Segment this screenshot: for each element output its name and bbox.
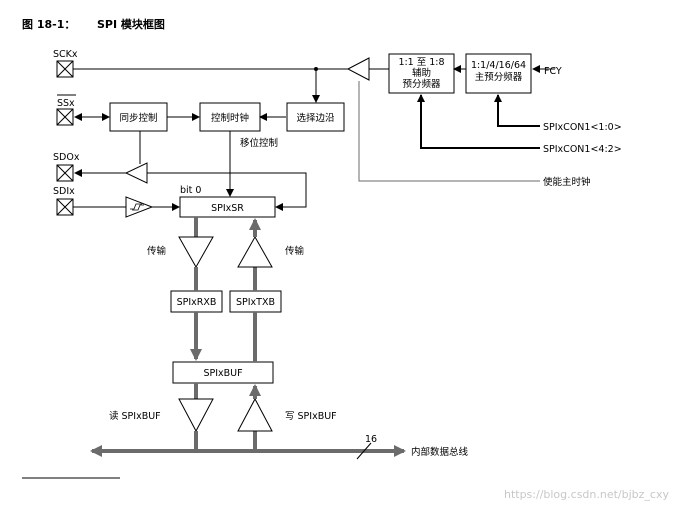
buffer-label: SPIxBUF xyxy=(203,368,242,379)
sck-pin xyxy=(56,60,74,78)
secondary-prescaler-line3: 预分频器 xyxy=(402,78,441,90)
shift-control-label: 移位控制 xyxy=(240,137,278,149)
secondary-prescaler-line2: 辅助 xyxy=(412,67,431,79)
enable-master-clock-label: 使能主时钟 xyxy=(543,176,591,188)
shift-register-label: SPIxSR xyxy=(211,203,244,214)
enable-master-clock-line xyxy=(358,81,540,182)
rx-buffer-block: SPIxRXB xyxy=(170,290,223,313)
bus-width-slash xyxy=(356,442,372,460)
sdo-pin xyxy=(56,164,74,182)
sync-control-block: 同步控制 xyxy=(109,102,168,132)
shift-register-block: SPIxSR xyxy=(179,196,276,218)
internal-bus-label: 内部数据总线 xyxy=(411,446,469,458)
write-buf-label: 写 SPIxBUF xyxy=(285,411,337,422)
sdi-pin xyxy=(56,198,74,216)
figure-number: 图 18-1： xyxy=(22,18,75,31)
fcy-text: FCY xyxy=(544,66,562,77)
ss-pin-label: SSx xyxy=(57,98,75,109)
bus-width-label: 16 xyxy=(365,434,377,445)
read-buf-label: 读 SPIxBUF xyxy=(109,410,161,422)
write-buffer-triangle xyxy=(237,397,273,432)
sdo-output-buffer xyxy=(124,162,148,184)
tx-buffer-label: SPIxTXB xyxy=(236,297,275,308)
edge-select-block: 选择边沿 xyxy=(286,102,345,132)
sdi-schmitt-buffer xyxy=(125,196,154,218)
con-low-label: SPIxCON1<1:0> xyxy=(543,122,622,133)
shift-to-sdo-line xyxy=(147,172,307,211)
con-high-line xyxy=(417,94,540,149)
clock-buffer-triangle xyxy=(346,57,370,81)
tx-buffer-block: SPIxTXB xyxy=(229,290,282,313)
watermark: https://blog.csdn.net/bjbz_cxy xyxy=(504,488,670,501)
clock-control-label: 控制时钟 xyxy=(211,112,249,124)
primary-prescaler-line1: 1:1/4/16/64 xyxy=(471,60,526,71)
rx-transfer-buffer xyxy=(178,236,214,269)
clock-control-block: 控制时钟 xyxy=(199,102,261,132)
buffer-block: SPIxBUF xyxy=(172,361,274,384)
read-buffer-triangle xyxy=(178,398,214,433)
bit0-label: bit 0 xyxy=(180,185,201,196)
rx-buffer-label: SPIxRXB xyxy=(177,297,217,308)
secondary-prescaler-block: 1:1 至 1:8 辅助 预分频器 xyxy=(388,53,455,94)
transfer-left-label: 传输 xyxy=(147,245,167,257)
primary-prescaler-block: 1:1/4/16/64 主预分频器 xyxy=(465,53,532,94)
tx-transfer-buffer xyxy=(237,235,273,268)
sdi-pin-label: SDIx xyxy=(53,186,75,197)
edge-select-label: 选择边沿 xyxy=(296,112,335,124)
con-high-label: SPIxCON1<4:2> xyxy=(543,144,622,155)
ss-pin xyxy=(56,108,74,126)
transfer-right-label: 传输 xyxy=(285,245,305,257)
fcy-label: FCY xyxy=(544,66,562,77)
sync-control-label: 同步控制 xyxy=(119,112,157,124)
figure-title: SPI 模块框图 xyxy=(97,17,165,31)
secondary-prescaler-line1: 1:1 至 1:8 xyxy=(398,57,444,68)
con-low-line xyxy=(494,94,540,127)
sck-pin-label: SCKx xyxy=(53,49,78,60)
primary-prescaler-line2: 主预分频器 xyxy=(475,71,523,83)
sdo-pin-label: SDOx xyxy=(53,152,80,163)
